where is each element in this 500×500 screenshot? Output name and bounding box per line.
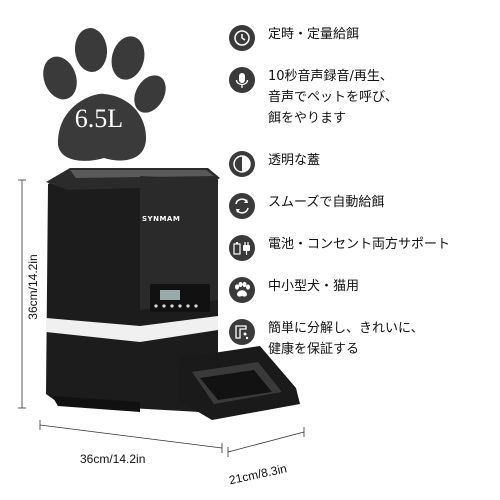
feature-item: 10秒音声録音/再生、 音声でペットを呼び、 餌をやります <box>228 66 498 129</box>
feature-item: スムーズで自動給餌 <box>228 192 498 220</box>
feature-text: スムーズで自動給餌 <box>268 195 385 210</box>
height-dimension-label: 36cm/14.2in <box>26 254 40 320</box>
feature-text: 定時・定量給餌 <box>268 27 360 42</box>
transparent-lid-icon <box>229 151 255 177</box>
microphone-icon <box>229 67 255 93</box>
paw-badge-icon <box>43 28 166 161</box>
feature-text: 電池・コンセント両方サポート <box>268 237 451 252</box>
width-dimension-label: 36cm/14.2in <box>80 452 146 466</box>
feature-text: 音声でペットを呼び、 <box>268 90 399 105</box>
feature-item: 簡単に分解し、きれいに、 健康を保証する <box>228 318 498 360</box>
feature-item: 透明な蓋 <box>228 150 498 178</box>
paw-icon <box>229 277 255 303</box>
feature-text: 餌をやります <box>268 111 347 126</box>
hand-wash-icon <box>229 319 255 345</box>
clock-icon <box>229 25 255 51</box>
feature-item: 定時・定量給餌 <box>228 24 498 52</box>
feature-text: 簡単に分解し、きれいに、 <box>268 321 424 336</box>
brand-logo-text: SYNMAM <box>142 215 181 223</box>
capacity-label: 6.5L <box>74 104 124 133</box>
feature-text: 健康を保証する <box>268 342 360 357</box>
feature-item: 電池・コンセント両方サポート <box>228 234 498 262</box>
battery-plug-icon <box>229 235 255 261</box>
feature-text: 透明な蓋 <box>268 153 321 168</box>
feature-text: 10秒音声録音/再生、 <box>268 69 393 84</box>
pet-feeder-image <box>18 168 305 457</box>
rotation-feeding-icon <box>229 193 255 219</box>
feature-text: 中小型犬・猫用 <box>268 279 360 294</box>
feature-item: 中小型犬・猫用 <box>228 276 498 304</box>
